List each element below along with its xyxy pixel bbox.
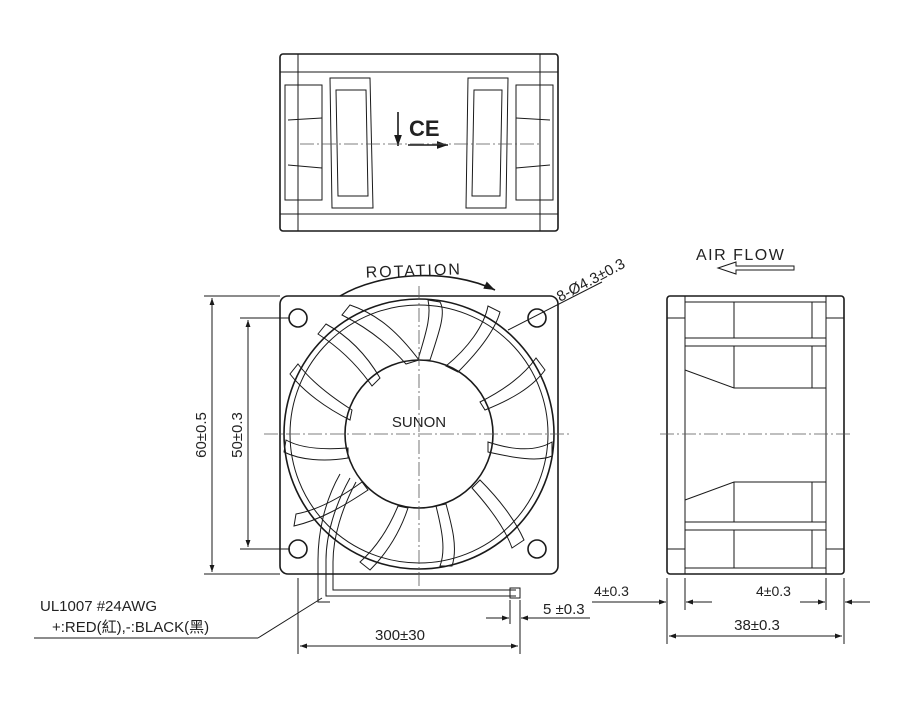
rotation-label: ROTATION: [365, 261, 462, 281]
mount-hole: [527, 539, 547, 559]
top-view: CE: [279, 53, 559, 232]
hole-spec-label: 8-Ø4.3±0.3: [554, 255, 628, 305]
mount-hole: [527, 308, 547, 328]
height-outer-label: 60±0.5: [193, 412, 210, 458]
flange-left-label: 4±0.3: [594, 583, 629, 599]
depth-label: 38±0.3: [734, 617, 780, 634]
ce-direction-icon: CE: [394, 112, 448, 149]
depth-dimensions: 4±0.3 4±0.3 38±0.3: [592, 578, 870, 644]
mount-hole: [288, 539, 308, 559]
wire-dimensions: UL1007 #24AWG +:RED(紅),-:BLACK(黑) 300±30…: [34, 578, 590, 654]
ce-mark: CE: [409, 116, 440, 141]
wire-lead: [317, 473, 521, 603]
side-view: [660, 295, 852, 575]
wire-colors-label: +:RED(紅),-:BLACK(黑): [52, 619, 209, 636]
airflow-indicator: AIR FLOW: [696, 247, 795, 275]
wire-length-label: 300±30: [375, 627, 425, 644]
fan-blades: [283, 299, 553, 571]
front-view: SUNON ROTATION 8-Ø4.3±0.3: [264, 255, 628, 603]
airflow-label: AIR FLOW: [696, 247, 785, 264]
height-hole-label: 50±0.3: [229, 412, 246, 458]
mount-hole: [288, 308, 308, 328]
wire-spec-label: UL1007 #24AWG: [40, 598, 157, 615]
flange-right-label: 4±0.3: [756, 583, 791, 599]
height-dimensions: 60±0.5 50±0.3: [193, 295, 290, 575]
strip-length-label: 5 ±0.3: [543, 601, 585, 618]
